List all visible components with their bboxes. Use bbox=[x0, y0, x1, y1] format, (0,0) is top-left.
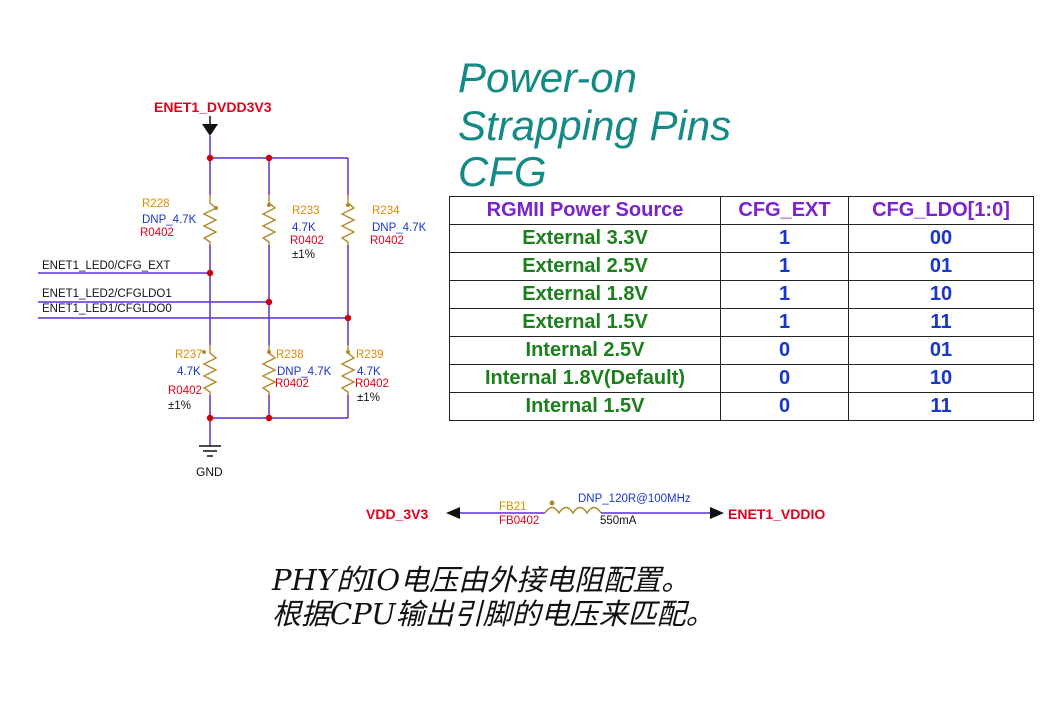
fb-left-net-label: VDD_3V3 bbox=[366, 506, 428, 522]
r237-tolerance: ±1% bbox=[168, 400, 191, 412]
header-cfg-ext: CFG_EXT bbox=[720, 196, 849, 225]
table-row: External 1.8V 1 10 bbox=[449, 280, 1034, 309]
ground-label: GND bbox=[196, 465, 223, 479]
r239-ref: R239 bbox=[356, 349, 384, 361]
cell-cfg-ldo: 11 bbox=[848, 308, 1034, 337]
fb-value: DNP_120R@100MHz bbox=[578, 493, 691, 505]
cell-cfg-ext: 1 bbox=[720, 308, 849, 337]
fb-package: FB0402 bbox=[499, 515, 539, 527]
cell-cfg-ldo: 01 bbox=[848, 252, 1034, 281]
cell-source: Internal 1.5V bbox=[449, 392, 721, 421]
r228-value: DNP_4.7K bbox=[142, 214, 197, 226]
r234-value: DNP_4.7K bbox=[372, 222, 427, 234]
cell-cfg-ldo: 10 bbox=[848, 364, 1034, 393]
cell-source: External 3.3V bbox=[449, 224, 721, 253]
table-row: External 2.5V 1 01 bbox=[449, 252, 1034, 281]
r233-package: R0402 bbox=[290, 235, 324, 247]
cell-source: Internal 1.8V(Default) bbox=[449, 364, 721, 393]
table-row: Internal 1.5V 0 11 bbox=[449, 392, 1034, 421]
title-line-1: Power-on bbox=[458, 54, 637, 101]
r233-value: 4.7K bbox=[292, 222, 316, 234]
net-label-cfgldo1: ENET1_LED2/CFGLDO1 bbox=[42, 288, 172, 300]
cell-cfg-ext: 0 bbox=[720, 364, 849, 393]
fb-current: 550mA bbox=[600, 515, 637, 527]
cell-cfg-ext: 0 bbox=[720, 336, 849, 365]
r233-tolerance: ±1% bbox=[292, 249, 315, 261]
fb-right-net-label: ENET1_VDDIO bbox=[728, 506, 825, 522]
table-row: External 3.3V 1 00 bbox=[449, 224, 1034, 253]
cell-cfg-ldo: 00 bbox=[848, 224, 1034, 253]
ferrite-bead-circuit bbox=[446, 500, 724, 519]
note-line-2: 根据CPU输出引脚的电压来匹配。 bbox=[272, 597, 715, 631]
header-rgmii-power-source: RGMII Power Source bbox=[449, 196, 721, 225]
r238-value: DNP_4.7K bbox=[277, 366, 332, 378]
cell-cfg-ext: 1 bbox=[720, 252, 849, 281]
fb-ref: FB21 bbox=[499, 501, 527, 513]
cell-source: External 2.5V bbox=[449, 252, 721, 281]
r239-value: 4.7K bbox=[357, 366, 381, 378]
wires bbox=[38, 157, 349, 446]
table-row: Internal 2.5V 0 01 bbox=[449, 336, 1034, 365]
cell-source: Internal 2.5V bbox=[449, 336, 721, 365]
cell-cfg-ext: 1 bbox=[720, 224, 849, 253]
power-symbol bbox=[202, 116, 218, 158]
table-row: External 1.5V 1 11 bbox=[449, 308, 1034, 337]
power-net-label: ENET1_DVDD3V3 bbox=[154, 99, 272, 115]
r234-ref: R234 bbox=[372, 205, 400, 217]
cell-cfg-ext: 0 bbox=[720, 392, 849, 421]
header-cfg-ldo: CFG_LDO[1:0] bbox=[848, 196, 1034, 225]
r237-value: 4.7K bbox=[177, 366, 201, 378]
cell-source: External 1.8V bbox=[449, 280, 721, 309]
r228-package: R0402 bbox=[140, 227, 174, 239]
resistor-zigzags bbox=[202, 195, 356, 395]
ground-symbol bbox=[199, 445, 221, 457]
net-label-cfg-ext: ENET1_LED0/CFG_EXT bbox=[42, 260, 170, 272]
resistor-pin-dots bbox=[202, 203, 350, 354]
cell-cfg-ldo: 10 bbox=[848, 280, 1034, 309]
note-line-1: PHY的IO电压由外接电阻配置。 bbox=[272, 563, 691, 597]
title-line-2: Strapping Pins bbox=[458, 102, 732, 149]
r237-package: R0402 bbox=[168, 385, 202, 397]
cell-cfg-ldo: 01 bbox=[848, 336, 1034, 365]
strapping-config-table: RGMII Power Source CFG_EXT CFG_LDO[1:0] … bbox=[449, 196, 1034, 421]
r238-package: R0402 bbox=[275, 378, 309, 390]
r239-package: R0402 bbox=[355, 378, 389, 390]
r228-ref: R228 bbox=[142, 198, 170, 210]
table-row: Internal 1.8V(Default) 0 10 bbox=[449, 364, 1034, 393]
r237-ref: R237 bbox=[175, 349, 203, 361]
r238-ref: R238 bbox=[276, 349, 304, 361]
cell-cfg-ext: 1 bbox=[720, 280, 849, 309]
r233-ref: R233 bbox=[292, 205, 320, 217]
r234-package: R0402 bbox=[370, 235, 404, 247]
title-line-3: CFG bbox=[458, 148, 547, 195]
net-label-cfgldo0: ENET1_LED1/CFGLDO0 bbox=[42, 303, 172, 315]
cell-source: External 1.5V bbox=[449, 308, 721, 337]
cell-cfg-ldo: 11 bbox=[848, 392, 1034, 421]
r239-tolerance: ±1% bbox=[357, 392, 380, 404]
junction-dots bbox=[206, 154, 352, 422]
table-header-row: RGMII Power Source CFG_EXT CFG_LDO[1:0] bbox=[449, 196, 1034, 225]
